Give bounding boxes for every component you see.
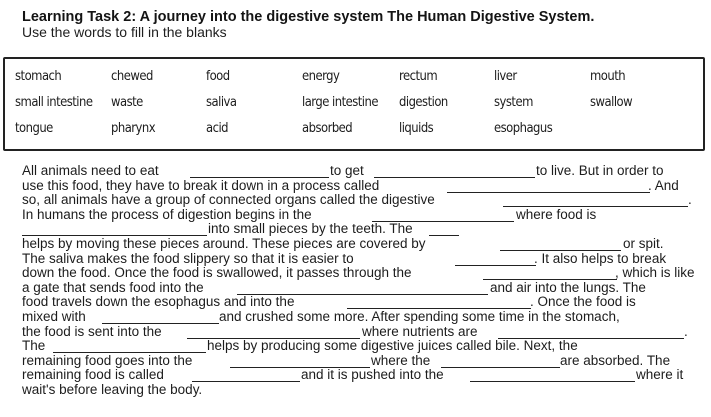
word-bank-item: liquids [399,120,434,136]
word-bank-item: stomach [15,68,62,84]
passage-line: use this food, they have to break it dow… [22,177,694,194]
answer-blank[interactable] [429,235,459,237]
passage-line: mixed with and crushed some more. After … [22,308,694,325]
word-bank-item: chewed [111,68,153,84]
passage-line: In humans the process of digestion begin… [22,206,694,223]
passage-text: to get [330,163,364,178]
passage-text: . Once the food is [530,294,636,310]
word-bank: stomach chewed food energy rectum liver … [3,57,705,151]
passage-text: where it [636,367,684,383]
answer-blank[interactable] [192,381,300,383]
passage-line: so, all animals have a group of connecte… [22,193,694,208]
passage-text: into small pieces by the teeth. The [208,221,413,237]
word-bank-item: large intestine [302,94,379,110]
passage-text: and crushed some more. After spending so… [219,308,620,324]
passage-text: helps by producing some digestive juices… [207,338,578,354]
word-bank-item: tongue [15,120,53,136]
word-bank-item: liver [494,68,517,84]
passage-line: the food is sent into the where nutrient… [22,323,694,340]
word-bank-item: energy [302,68,340,84]
passage-line: The saliva makes the food slippery so th… [22,250,694,267]
passage-text: helps by moving these pieces around. The… [22,235,426,251]
word-bank-item: rectum [399,68,438,84]
passage-line: a gate that sends food into the and air … [22,279,694,296]
answer-blank[interactable] [187,337,360,339]
passage-text: remaining food is called [22,367,164,383]
passage-line: down the food. Once the food is swallowe… [22,265,695,281]
task-instruction: Use the words to fill in the blanks [22,24,227,40]
passage-text: are absorbed. The [560,352,671,368]
answer-blank[interactable] [53,352,206,354]
word-bank-item: acid [206,120,229,136]
word-bank-item: esophagus [494,120,553,136]
word-bank-item: digestion [399,94,448,110]
passage-line: All animals need to eat to get to live. … [22,163,694,179]
passage-line: helps by moving these pieces around. The… [22,235,694,252]
answer-blank[interactable] [503,206,688,208]
answer-blank[interactable] [374,177,535,178]
passage-text: and air into the lungs. The [490,279,646,295]
passage-text: where food is [516,206,597,222]
passage-text: and it is pushed into the [301,367,444,383]
passage-text: a gate that sends food into the [22,279,204,295]
passage-line: The helps by producing some digestive ju… [22,339,694,354]
fill-in-passage: All animals need to eat to get to live. … [22,163,695,398]
passage-text: . And [648,177,679,193]
answer-blank[interactable] [237,293,488,295]
passage-text: wait's before leaving the body. [22,381,203,397]
passage-text: The [22,338,46,354]
word-bank-item: absorbed [302,120,353,136]
answer-blank[interactable] [230,366,370,368]
passage-text: use this food, they have to break it dow… [22,177,380,193]
answer-blank[interactable] [347,308,531,310]
word-bank-item: mouth [590,68,626,84]
answer-blank[interactable] [441,366,560,368]
passage-text: so, all animals have a group of connecte… [22,192,435,208]
word-bank-item: food [206,68,230,84]
passage-text: . It also helps to break [534,250,667,266]
task-title: Learning Task 2: A journey into the dige… [22,9,595,25]
passage-text: . [688,192,692,208]
word-bank-item: system [494,94,533,110]
passage-text: remaining food goes into the [22,352,193,368]
passage-text: All animals need to eat [22,163,159,178]
word-bank-item: small intestine [15,94,93,110]
passage-text: down the food. Once the food is swallowe… [22,265,412,281]
answer-blank[interactable] [470,381,635,383]
answer-blank[interactable] [500,249,621,251]
passage-text: food travels down the esophagus and into… [22,294,295,310]
word-bank-item: waste [111,94,143,110]
passage-line: remaining food is called and it is pushe… [22,368,694,383]
answer-blank[interactable] [190,177,329,178]
passage-text: the food is sent into the [22,323,162,339]
word-bank-item: swallow [590,94,633,110]
passage-text: . [684,323,688,339]
passage-text: where the [371,352,431,368]
passage-line: food travels down the esophagus and into… [22,295,694,310]
passage-line: remaining food goes into the where the a… [22,352,694,369]
passage-text: to live. But in order to [536,163,664,178]
word-bank-item: saliva [206,94,237,110]
answer-blank[interactable] [102,322,219,324]
answer-blank[interactable] [447,191,650,193]
passage-text: , which is like [615,265,695,281]
word-bank-item: pharynx [111,120,156,136]
passage-text: or spit. [623,235,664,251]
passage-text: where nutrients are [362,323,478,339]
passage-text: In humans the process of digestion begin… [22,206,312,222]
answer-blank[interactable] [22,235,207,237]
answer-blank[interactable] [483,279,617,281]
answer-blank[interactable] [372,220,514,222]
passage-text: mixed with [22,308,86,324]
passage-line: wait's before leaving the body. [22,381,694,398]
answer-blank[interactable] [498,337,684,339]
passage-text: The saliva makes the food slippery so th… [22,250,354,266]
answer-blank[interactable] [455,264,536,266]
passage-line: into small pieces by the teeth. The [22,222,694,237]
